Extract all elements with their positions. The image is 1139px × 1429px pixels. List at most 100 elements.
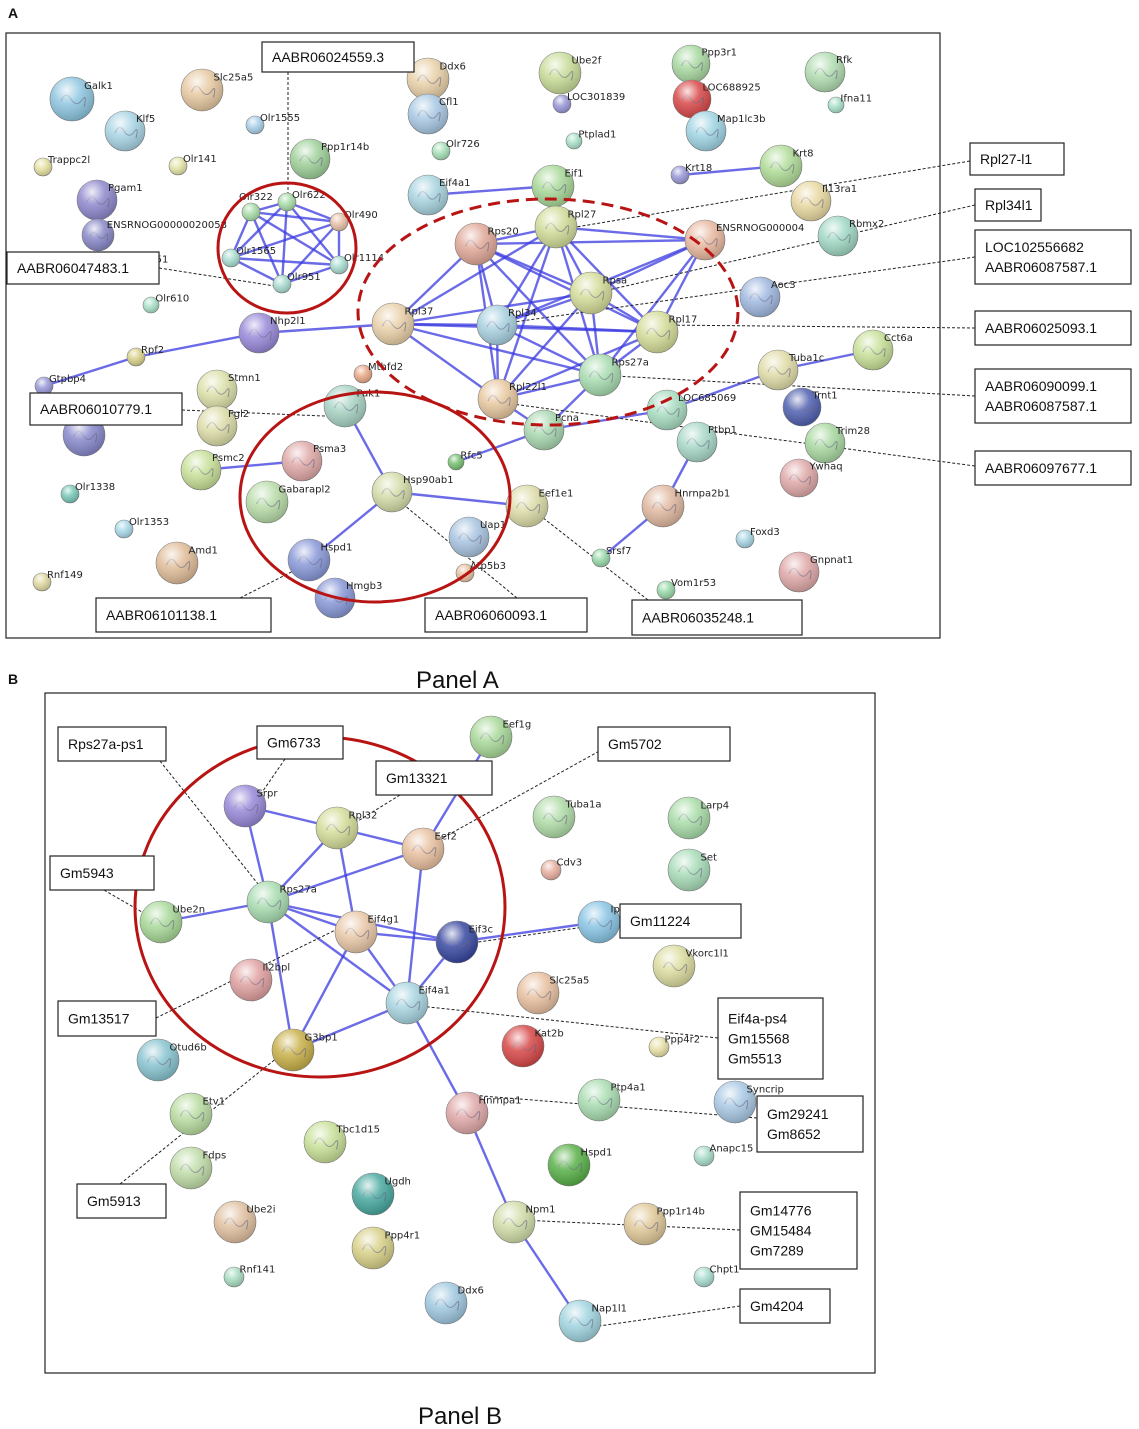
panel-b-node-slc25a5[interactable]: Slc25a5	[516, 971, 589, 1015]
panel-b-node-otud6b[interactable]: Otud6b	[136, 1038, 207, 1082]
panel-a-node-psma3[interactable]: Psma3	[281, 440, 346, 482]
panel-b-node-g3bp1[interactable]: G3bp1	[271, 1028, 338, 1072]
panel-a-node-aoc3[interactable]: Aoc3	[739, 276, 796, 318]
panel-a-node-ifna11[interactable]: Ifna11	[827, 93, 872, 114]
panel-b-node-ppp4r1[interactable]: Ppp4r1	[351, 1226, 420, 1270]
panel-b-node-il2bpl[interactable]: Il2bpl	[229, 958, 290, 1002]
panel-b-node-fdps[interactable]: Fdps	[169, 1146, 226, 1190]
panel-a-node-olr951[interactable]: Olr951	[272, 272, 321, 294]
panel-a-node-eef1e1[interactable]: Eef1e1	[505, 484, 573, 528]
panel-a-node-loc688925[interactable]: LOC688925	[672, 79, 761, 119]
panel-b-node-rpl32[interactable]: Rpl32	[315, 806, 377, 850]
panel-a-node-vom1r53[interactable]: Vom1r53	[656, 578, 716, 600]
panel-b-node-ppp1r14b[interactable]: Ppp1r14b	[623, 1202, 705, 1246]
panel-a-node-olr1555[interactable]: Olr1555	[245, 113, 300, 135]
panel-b-node-larp4[interactable]: Larp4	[667, 796, 729, 840]
panel-a-node-rpl17[interactable]: Rpl17	[635, 310, 697, 354]
panel-a-node-uap1[interactable]: Uap1	[448, 516, 506, 558]
panel-a-node-rbmx2[interactable]: Rbmx2	[817, 215, 884, 257]
panel-a-node-ppp3r1[interactable]: Ppp3r1	[671, 44, 737, 84]
panel-a-node-rpl27[interactable]: Rpl27	[534, 205, 596, 249]
panel-b-node-ddx6[interactable]: Ddx6	[424, 1281, 484, 1325]
panel-b-node-chpt1[interactable]: Chpt1	[693, 1265, 739, 1288]
panel-b-node-rps27a[interactable]: Rps27a	[246, 880, 317, 924]
panel-b-node-eif3c[interactable]: Eif3c	[435, 920, 493, 964]
panel-a-node-map1lc3b[interactable]: Map1lc3b	[685, 110, 765, 152]
panel-b-node-set[interactable]: Set	[667, 848, 717, 892]
panel-a-node-rps27a[interactable]: Rps27a	[578, 353, 649, 397]
panel-b-node-etv1[interactable]: Etv1	[169, 1092, 225, 1136]
panel-a-node-olr322[interactable]: Olr322	[239, 192, 273, 222]
panel-b-node-hspd1[interactable]: Hspd1	[547, 1143, 612, 1187]
panel-b-node-ppp4r2[interactable]: Ppp4r2	[648, 1035, 700, 1058]
panel-b-node-ugdh[interactable]: Ugdh	[351, 1172, 411, 1216]
panel-a-node-olr1338[interactable]: Olr1338	[60, 482, 115, 504]
panel-b-node-anapc15[interactable]: Anapc15	[693, 1144, 753, 1167]
panel-a-node-trim28[interactable]: Trim28	[804, 422, 870, 464]
panel-b-node-eef1g[interactable]: Eef1g	[469, 715, 531, 759]
panel-a-node-eif4a1[interactable]: Eif4a1	[407, 174, 470, 216]
panel-b-node-rnf141[interactable]: Rnf141	[223, 1265, 275, 1288]
panel-a-node-gnpnat1[interactable]: Gnpnat1	[778, 551, 853, 593]
panel-a-node-ptplad1[interactable]: Ptplad1	[565, 129, 616, 150]
panel-b-node-ube2i[interactable]: Ube2i	[213, 1200, 276, 1244]
panel-b-node-tbc1d15[interactable]: Tbc1d15	[303, 1120, 380, 1164]
panel-a-node-eif1[interactable]: Eif1	[531, 164, 584, 208]
panel-a-node-rps20[interactable]: Rps20	[454, 222, 519, 266]
panel-a-node-rnf149[interactable]: Rnf149	[32, 570, 83, 592]
panel-a-node-olr610[interactable]: Olr610	[142, 293, 189, 314]
panel-a-node-tuba1c[interactable]: Tuba1c	[757, 349, 824, 391]
panel-a-node-nhp2l1[interactable]: Nhp2l1	[238, 312, 306, 354]
panel-a-node-trappc2l[interactable]: Trappc2l	[33, 155, 90, 177]
panel-a-node-olr726[interactable]: Olr726	[431, 139, 480, 161]
panel-a-node-rfk[interactable]: Rfk	[804, 51, 852, 93]
panel-b-node-eif4g1[interactable]: Eif4g1	[334, 910, 399, 954]
panel-a-node-ddx6[interactable]: Ddx6	[406, 57, 466, 101]
panel-a-node-krt18[interactable]: Krt18	[670, 163, 712, 185]
panel-a-node-ensrnog00000020058[interactable]: ENSRNOG00000020058	[81, 218, 227, 252]
panel-b-node-kat2b[interactable]: Kat2b	[501, 1024, 564, 1068]
panel-b-node-cdv3[interactable]: Cdv3	[540, 858, 582, 881]
panel-a-node-rpl22l1[interactable]: Rpl22l1	[477, 378, 547, 420]
panel-a-node-cfl1[interactable]: Cfl1	[407, 93, 459, 135]
panel-a-node-loc301839[interactable]: LOC301839	[552, 92, 625, 114]
panel-a-node-rpf2[interactable]: Rpf2	[126, 345, 164, 367]
panel-a-node-slc25a5[interactable]: Slc25a5	[180, 68, 253, 112]
panel-b-node-tuba1a[interactable]: Tuba1a	[532, 795, 601, 839]
panel-a-node-krt8[interactable]: Krt8	[759, 144, 814, 188]
panel-a-node-hmgb3[interactable]: Hmgb3	[314, 577, 382, 619]
panel-a-node-olr141[interactable]: Olr141	[168, 154, 217, 176]
panel-a-node-psmc2[interactable]: Psmc2	[180, 449, 245, 491]
panel-a-node-ppp1r14b[interactable]: Ppp1r14b	[289, 138, 369, 180]
panel-b-node-npm1[interactable]: Npm1	[492, 1200, 555, 1244]
panel-a-node-fgl2[interactable]: Fgl2	[196, 405, 249, 447]
panel-a-node-olr1565[interactable]: Olr1565	[221, 246, 276, 268]
panel-a-node-gabarapl2[interactable]: Gabarapl2	[245, 480, 331, 524]
panel-b-node-hnrnpa1[interactable]: Hnrnpa1	[445, 1091, 522, 1135]
panel-a-node-hsp90ab1[interactable]: Hsp90ab1	[371, 471, 454, 513]
panel-a-node-olr490[interactable]: Olr490	[329, 210, 378, 232]
panel-a-node-galk1[interactable]: Galk1	[49, 76, 113, 122]
panel-a-node-pgam1[interactable]: Pgam1	[76, 179, 143, 221]
panel-a-node-klf5[interactable]: Klf5	[104, 110, 155, 152]
panel-b-node-nap1l1[interactable]: Nap1l1	[558, 1299, 627, 1343]
panel-b-node-ube2n[interactable]: Ube2n	[139, 900, 205, 944]
panel-b-node-eif4a1[interactable]: Eif4a1	[385, 981, 450, 1025]
panel-a-node-hspd1[interactable]: Hspd1	[287, 538, 352, 582]
panel-b-node-eef2[interactable]: Eef2	[401, 827, 457, 871]
panel-a-node-rpl34[interactable]: Rpl34	[476, 304, 537, 346]
panel-a-node-ywhaq[interactable]: Ywhaq	[779, 458, 843, 498]
panel-a-node-trnt1[interactable]: Trnt1	[782, 387, 838, 427]
panel-a-node-il13ra1[interactable]: Il13ra1	[790, 180, 857, 222]
panel-a-node-foxd3[interactable]: Foxd3	[735, 527, 780, 549]
panel-a-node-mthfd2[interactable]: Mthfd2	[353, 362, 403, 384]
panel-a-node-srsf7[interactable]: Srsf7	[591, 546, 632, 568]
panel-a-node-cct6a[interactable]: Cct6a	[852, 329, 913, 371]
panel-a-node-hnrnpa2b1[interactable]: Hnrnpa2b1	[641, 484, 730, 528]
panel-b-node-ptp4a1[interactable]: Ptp4a1	[577, 1078, 646, 1122]
panel-a-node-pcna[interactable]: Pcna	[523, 409, 579, 451]
panel-a-node-rfc5[interactable]: Rfc5	[447, 450, 483, 471]
panel-a-node-rpsa[interactable]: Rpsa	[569, 271, 627, 315]
panel-a-node-olr1114[interactable]: Olr1114	[329, 253, 384, 275]
panel-a-node-gtpbp4[interactable]: Gtpbp4	[34, 374, 86, 396]
